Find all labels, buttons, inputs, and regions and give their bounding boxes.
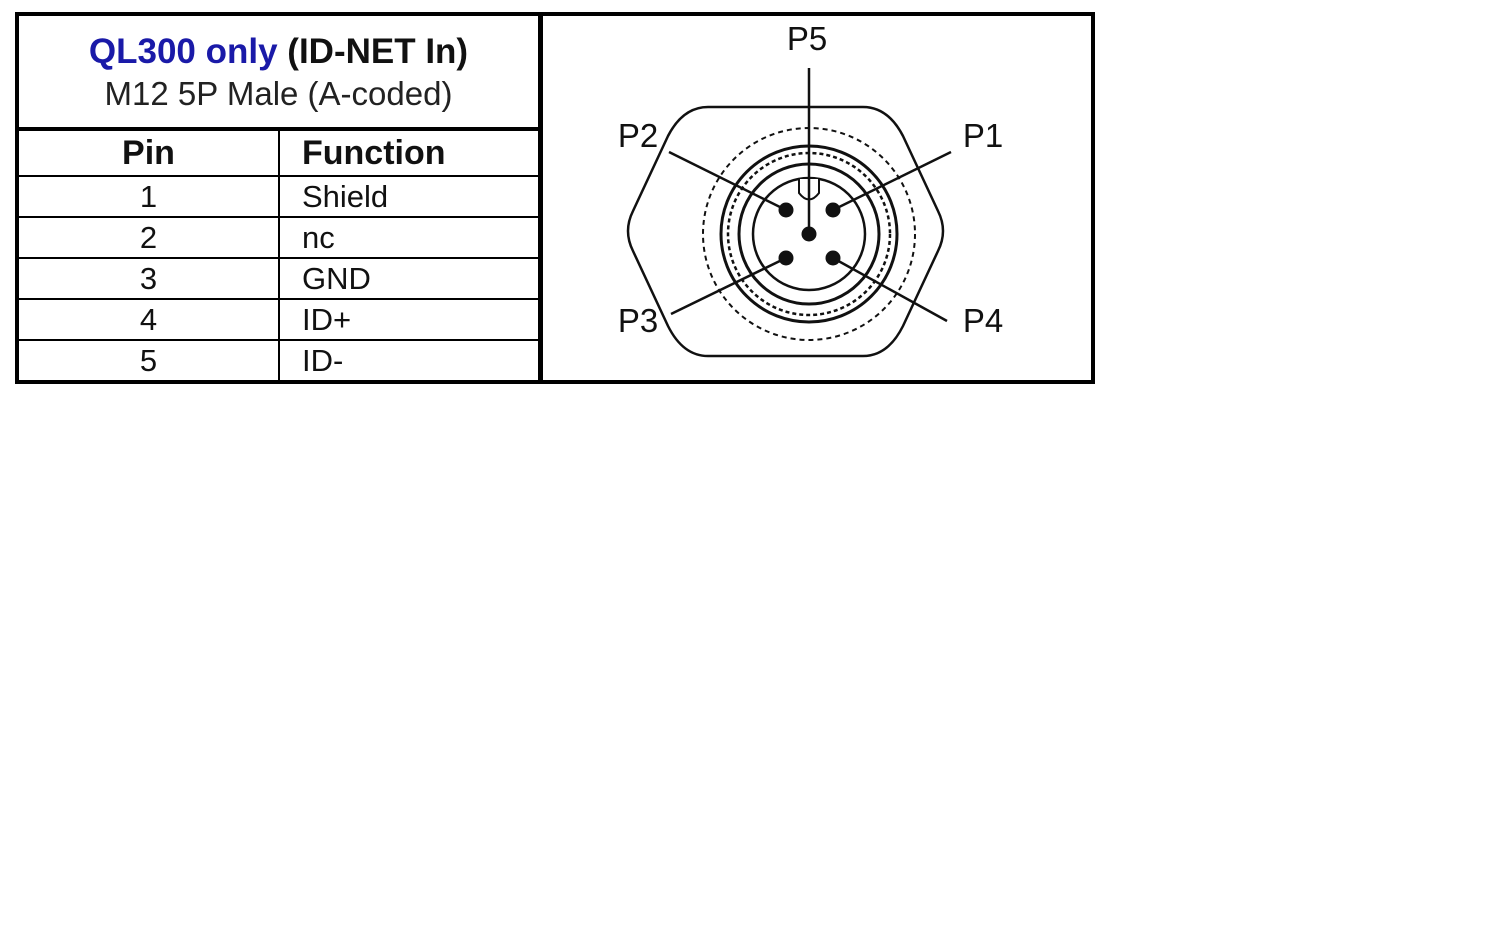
- connector-header: QL300 only (ID-NET In) M12 5P Male (A-co…: [19, 16, 538, 131]
- pin-p5-dot: [801, 226, 817, 242]
- p2-label: P2: [618, 117, 658, 154]
- pin-p3-dot: [778, 250, 794, 266]
- model-label: QL300 only: [88, 31, 278, 71]
- p1-leader-line: [832, 150, 952, 212]
- p4-label: P4: [963, 302, 1003, 339]
- pin-function: ID-: [302, 342, 344, 378]
- table-row: 5 ID-: [19, 340, 538, 380]
- pinout-frame: QL300 only (ID-NET In) M12 5P Male (A-co…: [15, 12, 1095, 384]
- pin-p1-dot: [825, 202, 841, 218]
- connector-nut-outline: [626, 105, 945, 358]
- pin-function: nc: [279, 217, 538, 259]
- p4-leader-line: [832, 256, 948, 323]
- pin-number: 4: [19, 299, 280, 341]
- pin-number: 2: [19, 217, 280, 259]
- pin-function-table: Pin Function 1 Shield 2 nc 3 GND 4: [19, 131, 538, 380]
- pin-p4-dot: [825, 250, 841, 266]
- column-header-function: Function: [279, 131, 538, 177]
- table-row: 3 GND: [19, 258, 538, 300]
- table-row: 4 ID+: [19, 299, 538, 341]
- table-row: 1 Shield: [19, 176, 538, 218]
- p2-leader-line: [668, 150, 787, 212]
- pin-number: 1: [19, 176, 280, 218]
- p5-label: P5: [787, 20, 827, 57]
- connector-type: M12 5P Male (A-coded): [104, 74, 453, 112]
- pin-number: 3: [19, 258, 280, 300]
- table-header-row: Pin Function: [19, 131, 538, 177]
- column-header-pin: Pin: [19, 131, 280, 177]
- p3-leader-line: [670, 256, 787, 316]
- p3-label: P3: [618, 302, 658, 339]
- pin-function: GND: [279, 258, 538, 300]
- pin-number: 5: [19, 340, 280, 380]
- port-label: (ID-NET In): [287, 31, 469, 71]
- m12-connector-diagram: P5 P2 P1 P3 P4: [618, 20, 1003, 358]
- pinout-table-panel: QL300 only (ID-NET In) M12 5P Male (A-co…: [19, 16, 543, 380]
- connector-title: QL300 only (ID-NET In): [89, 31, 468, 73]
- pin-p2-dot: [778, 202, 794, 218]
- pin-function: ID+: [279, 299, 538, 341]
- pin-function: Shield: [279, 176, 538, 218]
- p1-label: P1: [963, 117, 1003, 154]
- connector-diagram-panel: P5 P2 P1 P3 P4: [543, 16, 1091, 380]
- table-row: 2 nc: [19, 217, 538, 259]
